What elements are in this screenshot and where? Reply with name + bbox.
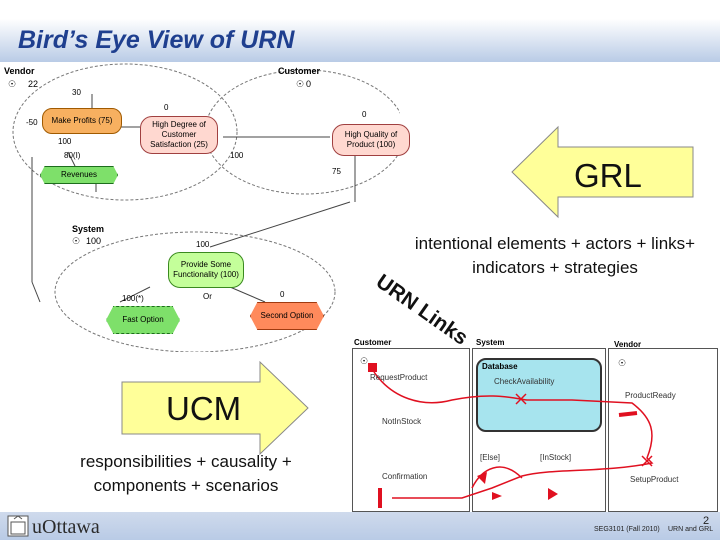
- actor-icon: ☉: [72, 236, 81, 246]
- title-bar: [0, 0, 720, 62]
- link-value: 100(*): [122, 294, 144, 303]
- customer-actor-value: 0: [306, 79, 312, 89]
- ucm-arrow: [121, 360, 309, 456]
- vendor-actor-label: Vendor: [4, 66, 35, 76]
- grl-diagram: [12, 63, 400, 352]
- or-fork: [477, 472, 487, 484]
- link-value: 80(I): [64, 151, 81, 160]
- link-value: 30: [72, 88, 81, 97]
- link-value: 100: [196, 240, 210, 249]
- arrow-head: [548, 488, 558, 500]
- vendor-component-label: Vendor: [614, 340, 642, 349]
- provide-functionality-goal: Provide Some Functionality (100): [168, 252, 244, 288]
- footer-bar: [0, 512, 720, 540]
- revenues-resource: Revenues: [40, 166, 118, 184]
- in-stock-branch-condition: [InStock]: [540, 453, 572, 462]
- system-component: [472, 348, 606, 512]
- footer-course: SEG3101 (Fall 2010): [594, 526, 660, 533]
- uottawa-crest-icon: [7, 515, 29, 537]
- system-actor-value: 100: [86, 236, 102, 246]
- customer-component-label: Customer: [354, 338, 392, 347]
- make-profits-softgoal: Make Profits (75): [42, 108, 122, 134]
- actor-icon: ☉: [360, 356, 369, 366]
- ucm-arrow-label: UCM: [166, 390, 242, 427]
- system-actor-boundary: [54, 231, 336, 352]
- link-value: 0: [164, 103, 169, 112]
- fast-option-task: Fast Option: [106, 306, 180, 334]
- link-value: -50: [26, 118, 38, 127]
- footer-topic: URN and GRL: [668, 526, 714, 533]
- vendor-actor-boundary: [12, 63, 238, 201]
- grl-arrow-label: GRL: [574, 157, 642, 194]
- high-satisfaction-softgoal: High Degree of Customer Satisfaction (25…: [140, 116, 218, 154]
- grl-arrow: [511, 125, 694, 219]
- arrow-head: [492, 492, 502, 500]
- database-component-label: Database: [482, 362, 518, 371]
- actor-icon: ☉: [8, 79, 17, 89]
- ucm-description: responsibilities + causality + component…: [80, 452, 292, 495]
- start-point: [368, 363, 377, 372]
- else-branch-condition: [Else]: [480, 453, 501, 462]
- check-availability-responsibility: CheckAvailability: [494, 377, 555, 386]
- link-value: 100: [58, 137, 72, 146]
- actor-icon: ☉: [296, 79, 305, 89]
- system-component-label: System: [476, 338, 505, 347]
- request-product-responsibility: RequestProduct: [370, 373, 428, 382]
- vendor-component: [608, 348, 718, 512]
- or-decomposition-label: Or: [203, 292, 212, 301]
- vendor-actor-value: 22: [28, 79, 39, 89]
- ucm-paths: [368, 363, 654, 508]
- link-value: 75: [332, 167, 341, 176]
- uottawa-logo: uOttawa: [32, 516, 100, 538]
- customer-actor-label: Customer: [278, 66, 321, 76]
- setup-product-responsibility: SetupProduct: [630, 475, 679, 484]
- confirmation-responsibility: Confirmation: [382, 472, 428, 481]
- product-ready-responsibility: ProductReady: [625, 391, 676, 400]
- customer-component: [352, 348, 470, 512]
- system-actor-label: System: [72, 224, 105, 234]
- not-in-stock-responsibility: NotInStock: [382, 417, 422, 426]
- link-value: 0: [362, 110, 367, 119]
- database-component: [476, 358, 602, 432]
- page-number: 2: [703, 515, 710, 527]
- actor-icon: ☉: [618, 358, 627, 368]
- end-bar: [618, 411, 638, 417]
- high-quality-softgoal: High Quality of Product (100): [332, 124, 410, 156]
- slide-title: Bird’s Eye View of URN: [18, 26, 295, 54]
- second-option-task: Second Option: [250, 302, 324, 330]
- grl-description: intentional elements + actors + links+ i…: [414, 234, 696, 277]
- link-value: 100: [230, 151, 244, 160]
- link-value: 0: [280, 290, 285, 299]
